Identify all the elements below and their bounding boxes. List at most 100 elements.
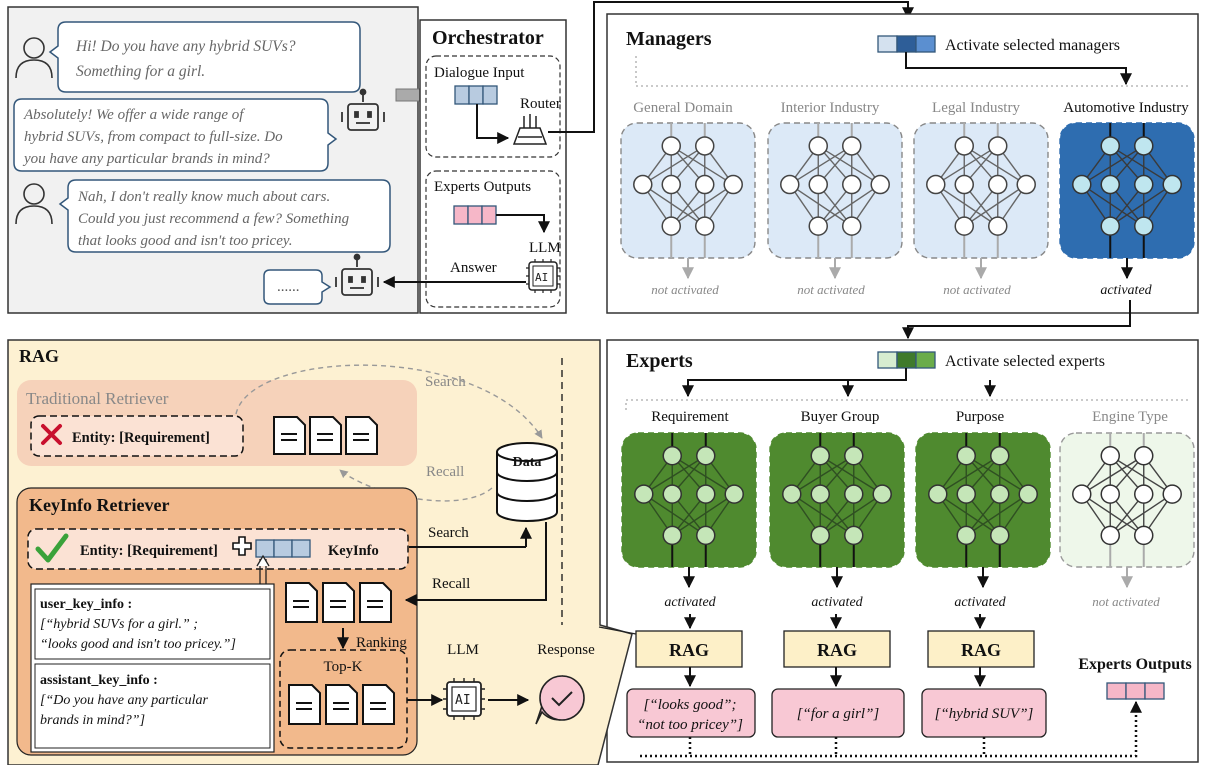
- network-node: [696, 484, 716, 504]
- experts-output-vector: [1106, 682, 1165, 700]
- database-icon: [496, 442, 558, 522]
- traditional-entity-text: Entity: [Requirement]: [72, 430, 210, 446]
- network-node: [696, 446, 716, 466]
- orchestrator-title: Orchestrator: [432, 27, 544, 49]
- experts-outputs-label: Experts Outputs: [434, 179, 531, 195]
- network-node: [1162, 484, 1182, 504]
- user-key-info-label: user_key_info :: [40, 597, 132, 612]
- user-avatar-icon: [15, 183, 53, 225]
- dialogue-token-vector: [454, 85, 498, 105]
- keyinfo-entity-text: Entity: [Requirement]: [80, 543, 218, 559]
- ranking-label: Ranking: [356, 635, 407, 651]
- traditional-retriever-title: Traditional Retriever: [26, 389, 169, 408]
- assistant-key-info-label: assistant_key_info :: [40, 673, 158, 688]
- check-icon: [35, 533, 69, 563]
- robot-icon: [341, 88, 385, 131]
- plus-icon: [232, 536, 252, 556]
- network-node: [1134, 525, 1154, 546]
- network-node: [1100, 174, 1120, 195]
- network-node: [695, 216, 715, 236]
- manager-name: General Domain: [633, 100, 733, 116]
- expert-network: [769, 432, 905, 589]
- network-node: [1018, 484, 1038, 504]
- network-node: [956, 484, 976, 504]
- network-node: [1134, 174, 1154, 195]
- network-node: [810, 525, 830, 546]
- expert-name: Purpose: [956, 409, 1005, 425]
- manager-status: not activated: [651, 282, 719, 297]
- network-node: [634, 484, 654, 504]
- experts-title: Experts: [626, 350, 693, 372]
- network-node: [988, 216, 1008, 236]
- keyinfo-retriever-title: KeyInfo Retriever: [29, 495, 169, 515]
- rag-panel: RAG Traditional Retriever Entity: [Requi…: [7, 339, 637, 765]
- network-node: [872, 484, 892, 504]
- user-message-line: Could you just recommend a few? Somethin…: [78, 211, 350, 227]
- search-label: Search: [425, 374, 466, 390]
- expert-output-text: [“hybrid SUV”]: [935, 706, 1034, 722]
- expert-output-text: [“for a girl”]: [797, 706, 880, 722]
- bot-message-line: Absolutely! We offer a wide range of: [23, 107, 245, 123]
- user-message-bubble: Hi! Do you have any hybrid SUVs? Somethi…: [48, 21, 361, 93]
- network-node: [695, 174, 715, 195]
- topk-label: Top-K: [324, 659, 363, 675]
- network-node: [695, 136, 715, 156]
- user-key-info-text: [“hybrid SUVs for a girl.” ;: [40, 617, 198, 632]
- network-node: [956, 446, 976, 466]
- expert-status: not activated: [1092, 594, 1160, 609]
- user-message-bubble: Nah, I don't really know much about cars…: [58, 179, 391, 253]
- user-message-line: Something for a girl.: [76, 63, 205, 80]
- network-node: [662, 446, 682, 466]
- network-node: [724, 484, 744, 504]
- robot-icon: [335, 253, 379, 296]
- network-node: [956, 525, 976, 546]
- network-node: [954, 136, 974, 156]
- expert-output-box: [“hybrid SUV”]: [921, 688, 1047, 738]
- manager-network: [913, 122, 1049, 280]
- rag-title: RAG: [19, 346, 59, 366]
- network-node: [1134, 446, 1154, 466]
- network-node: [1134, 484, 1154, 504]
- network-node: [782, 484, 802, 504]
- network-node: [990, 484, 1010, 504]
- network-node: [844, 525, 864, 546]
- network-node: [808, 216, 828, 236]
- chat-panel: Hi! Do you have any hybrid SUVs? Somethi…: [7, 6, 419, 314]
- network-node: [661, 174, 681, 195]
- network-node: [1100, 446, 1120, 466]
- network-node: [661, 136, 681, 156]
- network-node: [870, 174, 890, 195]
- network-node: [954, 174, 974, 195]
- data-label: Data: [513, 455, 542, 470]
- managers-to-experts-arrow: [902, 300, 1131, 340]
- network-node: [1162, 174, 1182, 195]
- bot-message-line: hybrid SUVs, from compact to full-size. …: [24, 129, 283, 145]
- network-node: [954, 216, 974, 236]
- manager-status: not activated: [943, 282, 1011, 297]
- expert-output-box: [“looks good”; “not too pricey”]: [626, 688, 756, 738]
- network-node: [1072, 484, 1092, 504]
- network-node: [696, 525, 716, 546]
- network-node: [990, 525, 1010, 546]
- ai-chip-icon: AI: [443, 678, 485, 720]
- network-node: [1016, 174, 1036, 195]
- network-node: [1100, 525, 1120, 546]
- user-avatar-icon: [15, 37, 53, 79]
- network-node: [633, 174, 653, 195]
- bot-message-bubble: Absolutely! We offer a wide range of hyb…: [13, 98, 338, 172]
- keyinfo-vector: [255, 539, 311, 558]
- manager-name: Automotive Industry: [1063, 100, 1189, 116]
- user-key-info-text: “looks good and isn't too pricey.”]: [40, 637, 236, 652]
- manager-name: Interior Industry: [781, 100, 880, 116]
- network-node: [661, 216, 681, 236]
- bot-message-line: you have any particular brands in mind?: [22, 151, 270, 167]
- network-node: [988, 136, 1008, 156]
- recall-label: Recall: [432, 576, 470, 592]
- user-message-line: Hi! Do you have any hybrid SUVs?: [75, 38, 296, 55]
- expert-rag-box: RAG: [635, 614, 743, 688]
- search-label: Search: [428, 525, 469, 541]
- managers-panel: Managers Activate selected managers Gene…: [606, 13, 1199, 314]
- expert-status: activated: [664, 595, 716, 610]
- router-icon: [512, 114, 548, 145]
- pending-reply-dots: ......: [277, 279, 300, 295]
